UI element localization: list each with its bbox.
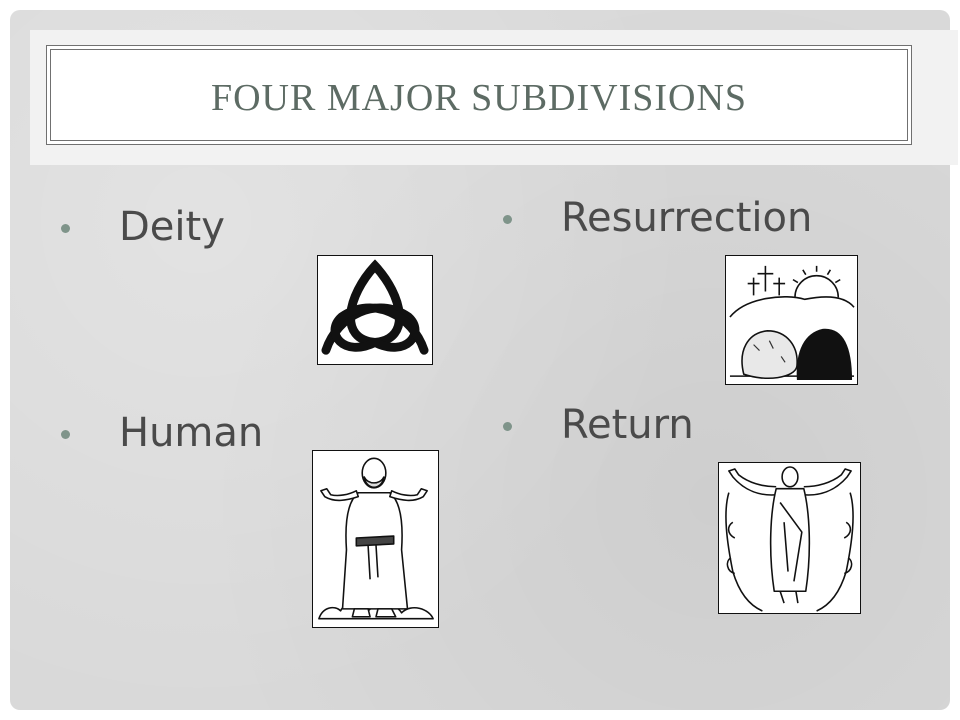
bullet-return-label: Return xyxy=(561,402,694,448)
ascension-illustration xyxy=(725,466,854,612)
empty-tomb-image xyxy=(725,255,858,385)
bullet-human: Human xyxy=(61,410,264,456)
bullet-resurrection: Resurrection xyxy=(503,195,813,241)
bullet-dot xyxy=(61,430,70,439)
bullet-deity-label: Deity xyxy=(119,204,225,250)
slide-title: FOUR MAJOR SUBDIVISIONS xyxy=(210,77,748,119)
bullet-return: Return xyxy=(503,402,694,448)
jesus-figure-illustration xyxy=(318,457,434,620)
title-box: FOUR MAJOR SUBDIVISIONS xyxy=(46,45,912,145)
bullet-dot xyxy=(503,215,512,224)
ascension-image xyxy=(718,462,861,614)
trinity-knot-icon xyxy=(321,259,429,355)
human-figure-image xyxy=(312,450,439,628)
empty-tomb-illustration xyxy=(729,265,855,381)
bullet-resurrection-label: Resurrection xyxy=(561,195,813,241)
bullet-human-label: Human xyxy=(119,410,264,456)
bullet-dot xyxy=(503,422,512,431)
bullet-dot xyxy=(61,224,70,233)
trinity-knot-image xyxy=(317,255,433,365)
bullet-deity: Deity xyxy=(61,204,225,250)
